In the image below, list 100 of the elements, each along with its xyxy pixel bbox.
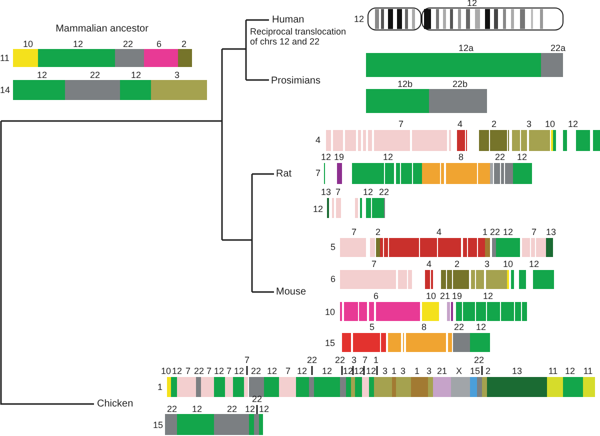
chromosome-number: 12 — [259, 404, 269, 414]
chromosome-number: 7 — [336, 186, 340, 198]
chromosome-number: 12 — [354, 14, 364, 24]
chromosome-number: 7 — [226, 366, 232, 376]
chromosome-number: 7 — [532, 226, 536, 238]
chromosome-number: 22 — [90, 70, 100, 80]
chromosome-number: 12 — [192, 404, 202, 414]
chromosome-number: 6 — [156, 38, 162, 50]
species-label: Chicken — [97, 398, 134, 410]
chromosome-number: 7 — [286, 366, 290, 376]
chromosome-number: 22 — [123, 38, 133, 50]
chromosome-number: 6 — [330, 274, 336, 284]
chromosome-number: 21 — [440, 290, 450, 302]
chromosome-number: 12 — [267, 366, 277, 376]
chromosome-number: 10 — [161, 366, 171, 376]
chromosome-number: 8 — [422, 322, 426, 332]
chromosome-number: 2 — [454, 258, 460, 270]
chromosome-number: 6 — [374, 290, 378, 302]
chromosome-number: 7 — [206, 366, 212, 376]
chromosome-number: 12 — [565, 366, 575, 376]
chromosome-number: 22 — [490, 226, 500, 238]
chromosome-number: 22 — [335, 354, 345, 366]
chromosome-number: 7 — [398, 118, 404, 130]
chromosome-number: 3 — [426, 366, 432, 376]
chromosome-number: 12 — [131, 70, 141, 80]
panel-heading: Mammalian ancestor — [56, 23, 148, 35]
chromosome-number: 10 — [23, 38, 33, 50]
chromosome-number: 7 — [362, 354, 368, 366]
chromosome-number: 7 — [244, 354, 250, 366]
chromosome-number: 2 — [486, 366, 490, 376]
chromosome-number: 22 — [252, 394, 262, 404]
chromosome-number: 3 — [174, 70, 180, 80]
chromosome-number: 22a — [550, 42, 566, 54]
chromosome-number: 4 — [458, 118, 462, 130]
chromosome-number: 13 — [546, 226, 556, 238]
chromosome-number: 4 — [426, 258, 432, 270]
chromosome-number: 10 — [503, 258, 513, 270]
chromosome-number: 12 — [245, 404, 255, 414]
chromosome-number: 12 — [568, 118, 578, 130]
chromosome-number: 15 — [153, 420, 163, 430]
chromosome-number: 15 — [470, 366, 480, 376]
chromosome-number: 12 — [483, 290, 493, 302]
chromosome-number: 7 — [352, 226, 356, 238]
chromosome-number: 12 — [214, 366, 224, 376]
chromosome-number: 12 — [313, 204, 323, 214]
chromosome-number: 1 — [158, 382, 162, 392]
chromosome-number: 7 — [316, 168, 320, 178]
chromosome-number: 2 — [492, 118, 496, 130]
chromosome-number: 2 — [182, 38, 186, 50]
chromosome-number: 3 — [382, 366, 388, 376]
chromosome-number: 19 — [334, 152, 344, 162]
chromosome-number: 22 — [167, 404, 177, 414]
chromosome-number: 22 — [454, 322, 464, 332]
chromosome-number: 1 — [482, 226, 488, 238]
chromosome-number: 22 — [495, 152, 505, 162]
chromosome-number: 7 — [186, 366, 190, 376]
chromosome-number: 11 — [583, 366, 593, 376]
chromosome-number: 1 — [414, 366, 420, 376]
chromosome-number: 11 — [548, 366, 558, 376]
chromosome-number: 12 — [383, 152, 393, 162]
chromosome-number: 13 — [321, 186, 331, 198]
chromosome-number: 10 — [545, 118, 555, 130]
chromosome-number: 10 — [325, 306, 335, 318]
chromosome-number: 12b — [397, 78, 413, 90]
chromosome-number: 22 — [251, 366, 261, 376]
chromosome-number: 12a — [458, 42, 474, 54]
chromosome-number: 12 — [322, 366, 332, 376]
chromosome-number: 12 — [234, 366, 244, 376]
chromosome-number: 12 — [354, 366, 364, 376]
chromosome-number: X — [456, 366, 462, 376]
chromosome-number: 15 — [325, 338, 335, 348]
chromosome-number: 12 — [517, 152, 527, 162]
chromosome-number: 8 — [458, 152, 464, 162]
chromosome-number: 12 — [37, 70, 47, 80]
chromosome-number: 5 — [330, 242, 336, 252]
chromosome-number: 12 — [321, 152, 331, 162]
chromosome-number: 12 — [73, 38, 83, 50]
chromosome-number: 22 — [474, 354, 484, 366]
chromosome-number: 14 — [0, 84, 10, 96]
chromosome-number: 22 — [227, 404, 237, 414]
chromosome-number: 21 — [437, 366, 447, 376]
chromosome-number: 4 — [316, 134, 320, 146]
chromosome-number: 12 — [476, 322, 486, 332]
chromosome-number: 7 — [372, 258, 376, 270]
species-label: Human — [272, 14, 304, 26]
species-label: Mouse — [276, 286, 306, 298]
chromosome-number: 5 — [370, 322, 374, 332]
chromosome-number: 13 — [512, 366, 522, 376]
chromosome-number: 22 — [194, 366, 204, 376]
species-label: Rat — [276, 168, 292, 180]
chromosome-number: 12 — [366, 366, 376, 376]
chromosome-number: 12 — [529, 258, 539, 270]
chromosome-number: 12 — [363, 186, 373, 198]
chromosome-number: 3 — [484, 258, 490, 270]
chromosome-number: 22b — [452, 78, 468, 90]
chromosome-number: 12 — [297, 366, 307, 376]
chromosome-number: 3 — [400, 366, 406, 376]
chromosome-number: 11 — [0, 52, 10, 64]
chromosome-number: 1 — [392, 366, 396, 376]
chromosome-number: 3 — [352, 354, 356, 366]
